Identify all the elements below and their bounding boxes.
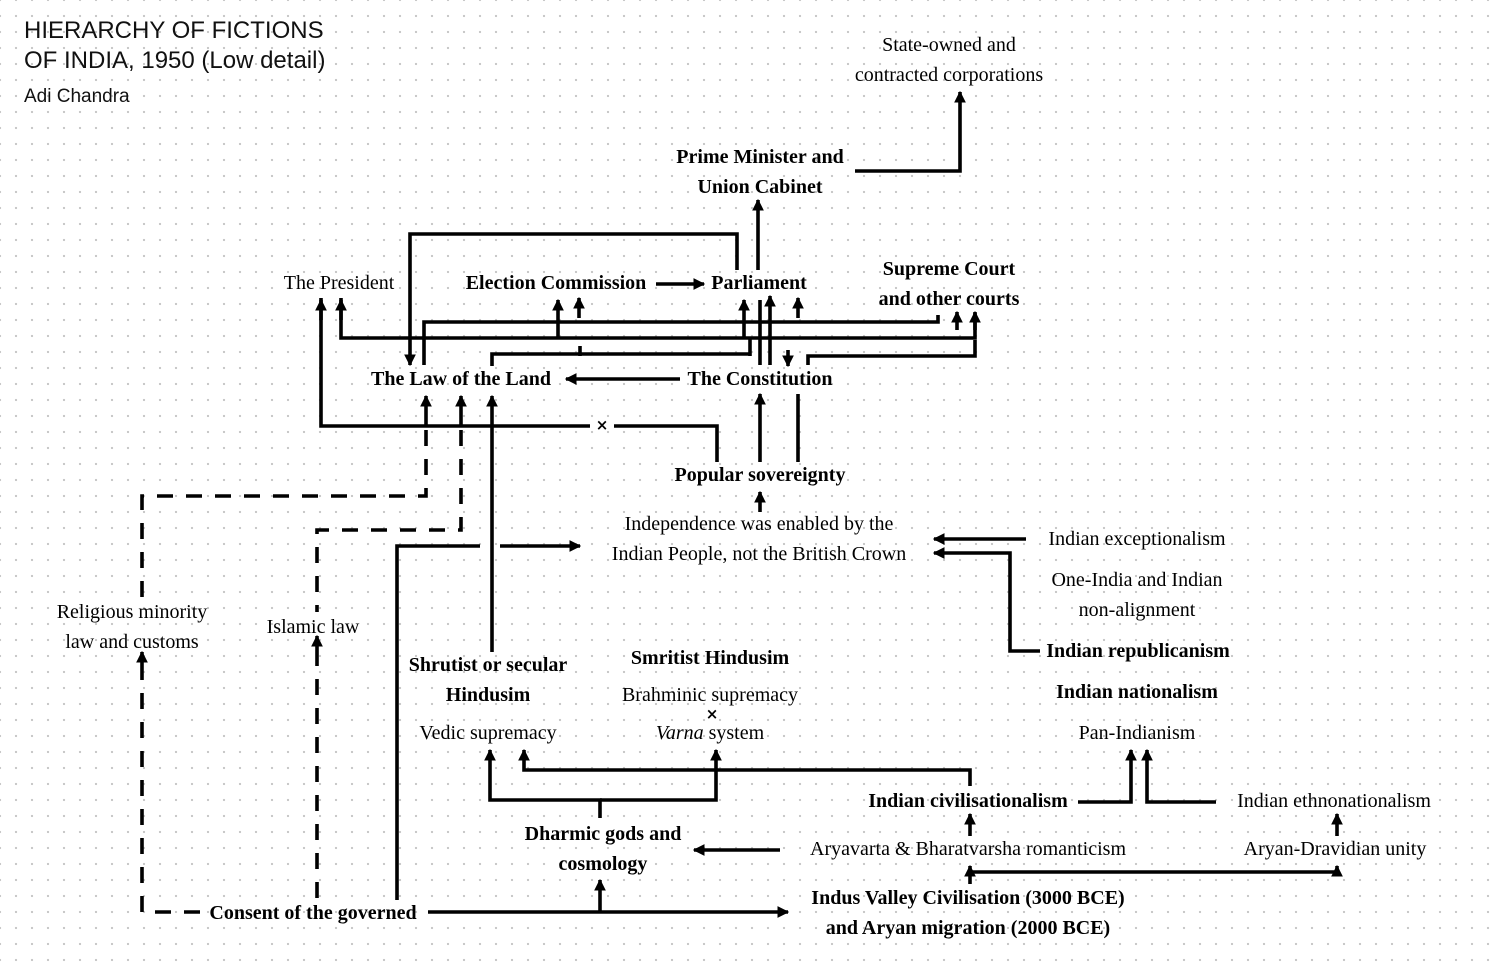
node-pan-indianism: Pan-Indianism [1078, 722, 1196, 744]
edge-civ-to-vedic [518, 748, 972, 786]
edge-constitution-court [806, 340, 977, 365]
edge-dashed-islamic [315, 430, 463, 612]
edge-consent-to-independence [395, 544, 480, 900]
node-indian-exceptionalism: Indian exceptionalism [1048, 528, 1226, 550]
node-popular-sovereignty: Popular sovereignty [674, 464, 846, 486]
node-vedic-supremacy: Vedic supremacy [419, 722, 557, 744]
node-indian-republicanism: Indian republicanism [1046, 640, 1230, 662]
author-name: Adi Chandra [24, 86, 130, 107]
edge-pm-to-corporations [855, 90, 966, 173]
node-indian-civilisationalism: Indian civilisationalism [868, 790, 1068, 812]
node-consent-of-the-governed: Consent of the governed [209, 902, 417, 924]
edge-ethno-to-pan [1141, 748, 1216, 804]
edge-dharmic-varna [600, 748, 722, 802]
edge-president-crossbar [319, 298, 590, 428]
cross-mark-smritist: × [705, 705, 719, 723]
edge-parliament-loop [404, 232, 739, 367]
node-the-president: The President [283, 272, 395, 294]
cross-mark: × [595, 416, 609, 434]
node-islamic-law: Islamic law [266, 616, 360, 638]
node-brahminic-supremacy: Brahminic supremacy [621, 684, 799, 706]
edge-crossbar-right [614, 424, 719, 462]
node-parliament: Parliament [711, 272, 807, 294]
diagram-title: HIERARCHY OF FICTIONS OF INDIA, 1950 (Lo… [24, 16, 325, 76]
edge-civ-to-pan [1078, 748, 1137, 804]
node-varna-system: Varna system [655, 722, 765, 744]
node-aryavarta-romanticism: Aryavarta & Bharatvarsha romanticism [810, 838, 1126, 860]
node-election-commission: Election Commission [465, 272, 647, 294]
node-smritist-hinduism: Smritist Hindusim [630, 647, 790, 669]
edge-bus2 [422, 315, 940, 365]
edge-law-top [490, 352, 750, 366]
node-aryan-dravidian-unity: Aryan-Dravidian unity [1243, 838, 1427, 860]
edge-republicanism-to-independence [932, 547, 1040, 653]
node-indian-ethnonationalism: Indian ethnonationalism [1237, 790, 1431, 812]
title-line-2: OF INDIA, 1950 (Low detail) [24, 47, 326, 74]
node-law-of-the-land: The Law of the Land [370, 368, 552, 390]
edge-dharmic-bus [484, 748, 602, 818]
node-the-constitution: The Constitution [687, 368, 833, 390]
edge-indus-to-aryan [970, 864, 1343, 877]
edge-dashed-consent-religious [140, 668, 200, 914]
title-line-1: HIERARCHY OF FICTIONS [24, 17, 324, 44]
node-indus-valley-civilisation: Indus Valley Civilisation (3000 BCE)and … [811, 887, 1125, 939]
edge-dashed-religious [140, 430, 428, 598]
node-indian-nationalism: Indian nationalism [1056, 681, 1218, 703]
